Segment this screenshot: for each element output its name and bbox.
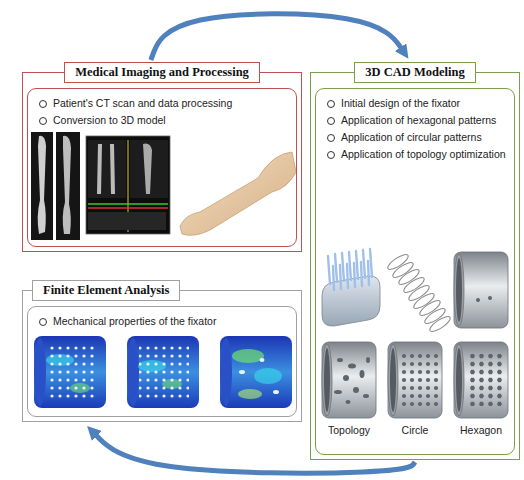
hexagon-fixator: [466, 354, 504, 406]
fea-result: [239, 370, 245, 374]
hexagon-fixator: [454, 342, 508, 418]
software-screen: [86, 136, 170, 234]
ct-scan: [31, 132, 53, 240]
initial-fixator: [356, 251, 358, 279]
initial-fixator: [328, 249, 372, 290]
software-screen: [88, 212, 166, 230]
initial-fixator: [347, 264, 348, 288]
image-caption: Topology: [328, 424, 370, 437]
fea-result: [238, 389, 262, 399]
topology-fixator: [322, 342, 376, 418]
software-screen: [88, 140, 126, 198]
bullet-item: Application of hexagonal patterns: [326, 112, 506, 129]
circle-fixator: [388, 342, 442, 418]
topology-fixator: [343, 375, 349, 381]
topology-fixator: [348, 364, 356, 369]
section-panel: 3D CAD ModelingInitial design of the fix…: [310, 62, 520, 460]
topology-fixator: [346, 400, 351, 404]
fea-result: [260, 358, 265, 362]
software-screen: [88, 207, 168, 209]
plain-cylinder: [476, 298, 480, 302]
initial-fixator: [333, 266, 334, 290]
fea-result: [34, 336, 106, 408]
initial-fixator: [368, 261, 369, 285]
section-panel: Finite Element AnalysisMechanical proper…: [22, 280, 302, 422]
ct-scan: [63, 136, 71, 234]
circle-fixator: [400, 354, 438, 406]
initial-fixator: [328, 256, 330, 284]
initial-fixator: [342, 253, 344, 281]
topology-fixator: [360, 370, 365, 378]
leg-model: [180, 152, 296, 235]
panel-heading: Finite Element Analysis: [32, 280, 180, 301]
content-box: Patient's CT scan and data processingCon…: [27, 88, 297, 247]
content-box: Initial design of the fixatorApplication…: [315, 88, 515, 455]
software-screen: [110, 144, 115, 194]
content-box: Mechanical properties of the fixator: [27, 306, 297, 417]
initial-fixator: [349, 252, 351, 280]
ct-scan: [56, 132, 80, 240]
topology-fixator: [334, 357, 370, 404]
plain-cylinder: [454, 252, 508, 328]
ct-scan: [31, 132, 80, 240]
plain-cylinder: [488, 296, 492, 300]
fea-result: [139, 346, 189, 398]
fea-result: [273, 390, 279, 394]
fea-result: [254, 368, 282, 384]
initial-fixator: [322, 249, 380, 326]
fea-result: [46, 346, 96, 398]
fea-result: [220, 336, 292, 408]
initial-fixator: [361, 262, 362, 286]
section-panel: Medical Imaging and ProcessingPatient's …: [22, 62, 302, 252]
panel-frame: [22, 290, 302, 422]
initial-fixator: [363, 250, 365, 278]
initial-fixator: [370, 249, 372, 277]
hexagon-fixator: [454, 342, 508, 418]
topology-fixator: [363, 394, 369, 398]
topology-fixator: [322, 342, 376, 418]
plain-cylinder: [454, 252, 508, 328]
panel-frame: [310, 72, 520, 460]
software-screen: [86, 136, 170, 234]
software-screen: [130, 140, 168, 198]
bullet-item: Patient's CT scan and data processing: [38, 95, 288, 112]
topology-fixator: [334, 390, 342, 394]
bullet-item: Conversion to 3D model: [38, 112, 288, 129]
software-screen: [143, 144, 152, 194]
circle-fixator: [388, 342, 442, 418]
bullet-item: Application of circular patterns: [326, 129, 506, 146]
initial-fixator: [340, 265, 341, 289]
software-screen: [97, 144, 102, 194]
bullet-item: Mechanical properties of the fixator: [38, 313, 288, 330]
topology-fixator: [366, 357, 370, 363]
leg-model: [180, 152, 296, 235]
bullet-item: Application of topology optimization: [326, 146, 506, 163]
fea-result: [232, 349, 264, 363]
initial-fixator: [354, 263, 355, 287]
panel-heading: 3D CAD Modeling: [354, 62, 475, 83]
helix-pattern: [386, 252, 452, 334]
fea-result: [34, 336, 292, 408]
flow-arrow: [92, 431, 415, 473]
image-caption: Circle: [402, 424, 429, 437]
helix-pattern: [428, 314, 452, 334]
flow-arrow: [151, 14, 405, 60]
topology-fixator: [353, 387, 359, 393]
image-caption: Hexagon: [460, 424, 502, 437]
fea-result: [127, 336, 199, 408]
software-screen: [88, 203, 168, 205]
panel-heading: Medical Imaging and Processing: [64, 62, 260, 83]
ct-scan: [38, 136, 46, 234]
bullet-item: Initial design of the fixator: [326, 95, 506, 112]
topology-fixator: [337, 358, 343, 362]
initial-fixator: [335, 254, 337, 282]
